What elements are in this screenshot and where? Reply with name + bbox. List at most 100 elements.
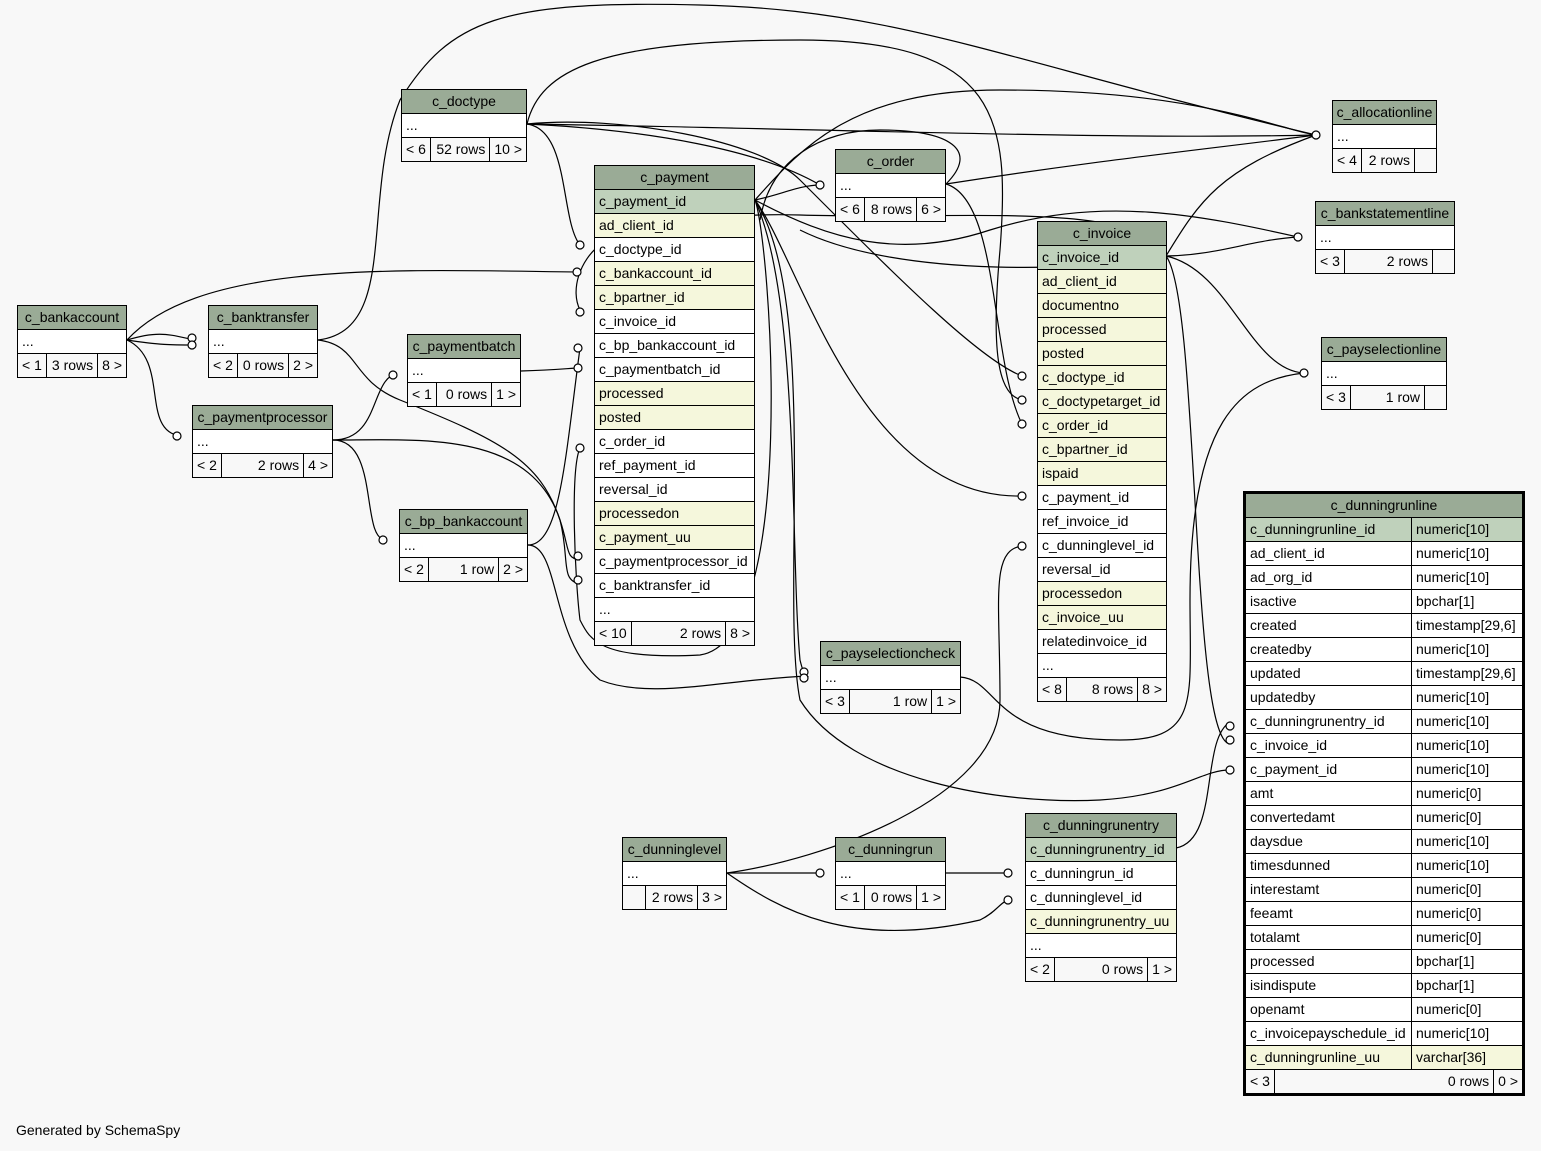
column-row[interactable]: ... [1316, 226, 1454, 250]
column-row[interactable]: ... [1333, 125, 1436, 149]
children-link[interactable]: 1 > [916, 886, 945, 909]
children-link[interactable]: 0 > [1493, 1070, 1522, 1093]
parents-link[interactable]: < 2 [213, 357, 233, 373]
column-row[interactable]: posted [595, 406, 754, 430]
children-link[interactable]: 8 > [1137, 678, 1166, 701]
table-title[interactable]: c_bankaccount [18, 306, 126, 330]
parents-link[interactable]: < 3 [1320, 253, 1340, 269]
column-row[interactable]: c_payment_uu [595, 526, 754, 550]
column-row[interactable]: processedon [1038, 582, 1166, 606]
children-link[interactable]: 1 > [491, 383, 520, 406]
column-row[interactable]: ... [595, 598, 754, 622]
column-row[interactable]: ... [1026, 934, 1176, 958]
table-title[interactable]: c_bankstatementline [1316, 202, 1454, 226]
column-row[interactable]: ref_payment_id [595, 454, 754, 478]
table-title[interactable]: c_order [836, 150, 945, 174]
parents-link[interactable] [623, 886, 645, 909]
table-title[interactable]: c_payselectionline [1322, 338, 1446, 362]
table-title[interactable]: c_allocationline [1333, 101, 1436, 125]
column-row[interactable]: c_banktransfer_id [595, 574, 754, 598]
children-link[interactable]: 1 > [931, 690, 960, 713]
table-title[interactable]: c_paymentprocessor [193, 406, 332, 430]
parents-link[interactable]: < 3 [1326, 389, 1346, 405]
children-link[interactable] [1432, 250, 1454, 273]
column-row[interactable]: processed [1038, 318, 1166, 342]
children-link[interactable]: 10 > [489, 138, 526, 161]
column-row[interactable]: c_paymentbatch_id [595, 358, 754, 382]
column-row[interactable]: c_order_id [1038, 414, 1166, 438]
column-row[interactable]: ... [623, 862, 726, 886]
column-row[interactable]: c_dunningrun_id [1026, 862, 1176, 886]
children-link[interactable] [1414, 149, 1436, 172]
parents-link[interactable]: < 2 [197, 457, 217, 473]
column-row[interactable]: ... [400, 534, 527, 558]
children-link[interactable]: 2 > [498, 558, 527, 581]
table-title[interactable]: c_invoice [1038, 222, 1166, 246]
column-row[interactable]: c_doctype_id [1038, 366, 1166, 390]
parents-link[interactable]: < 1 [412, 386, 432, 402]
children-link[interactable] [1424, 386, 1446, 409]
column-row[interactable]: c_bpartner_id [1038, 438, 1166, 462]
column-row[interactable]: ... [836, 862, 945, 886]
column-row[interactable]: c_payment_id [595, 190, 754, 214]
column-row[interactable]: c_payment_id [1038, 486, 1166, 510]
column-row[interactable]: c_paymentprocessor_id [595, 550, 754, 574]
column-row[interactable]: ref_invoice_id [1038, 510, 1166, 534]
column-row[interactable]: c_bpartner_id [595, 286, 754, 310]
column-row[interactable]: processedon [595, 502, 754, 526]
column-row[interactable]: ... [402, 114, 526, 138]
table-title[interactable]: c_bp_bankaccount [400, 510, 527, 534]
children-link[interactable]: 3 > [697, 886, 726, 909]
column-row[interactable]: reversal_id [1038, 558, 1166, 582]
children-link[interactable]: 8 > [725, 622, 754, 645]
column-row[interactable]: processed [595, 382, 754, 406]
table-title[interactable]: c_dunninglevel [623, 838, 726, 862]
table-title[interactable]: c_payment [595, 166, 754, 190]
column-row[interactable]: ad_client_id [595, 214, 754, 238]
children-link[interactable]: 2 > [288, 354, 317, 377]
column-row[interactable]: ... [821, 666, 960, 690]
column-row[interactable]: c_doctypetarget_id [1038, 390, 1166, 414]
parents-link[interactable]: < 3 [825, 693, 845, 709]
column-row[interactable]: c_order_id [595, 430, 754, 454]
column-row[interactable]: c_dunningrunentry_uu [1026, 910, 1176, 934]
column-row[interactable]: ... [836, 174, 945, 198]
column-row[interactable]: ... [408, 359, 520, 383]
column-row[interactable]: ... [193, 430, 332, 454]
column-row[interactable]: ... [18, 330, 126, 354]
column-row[interactable]: posted [1038, 342, 1166, 366]
parents-link[interactable]: < 2 [1030, 961, 1050, 977]
parents-link[interactable]: < 6 [406, 141, 426, 157]
table-title[interactable]: c_dunningrun [836, 838, 945, 862]
children-link[interactable]: 1 > [1147, 958, 1176, 981]
